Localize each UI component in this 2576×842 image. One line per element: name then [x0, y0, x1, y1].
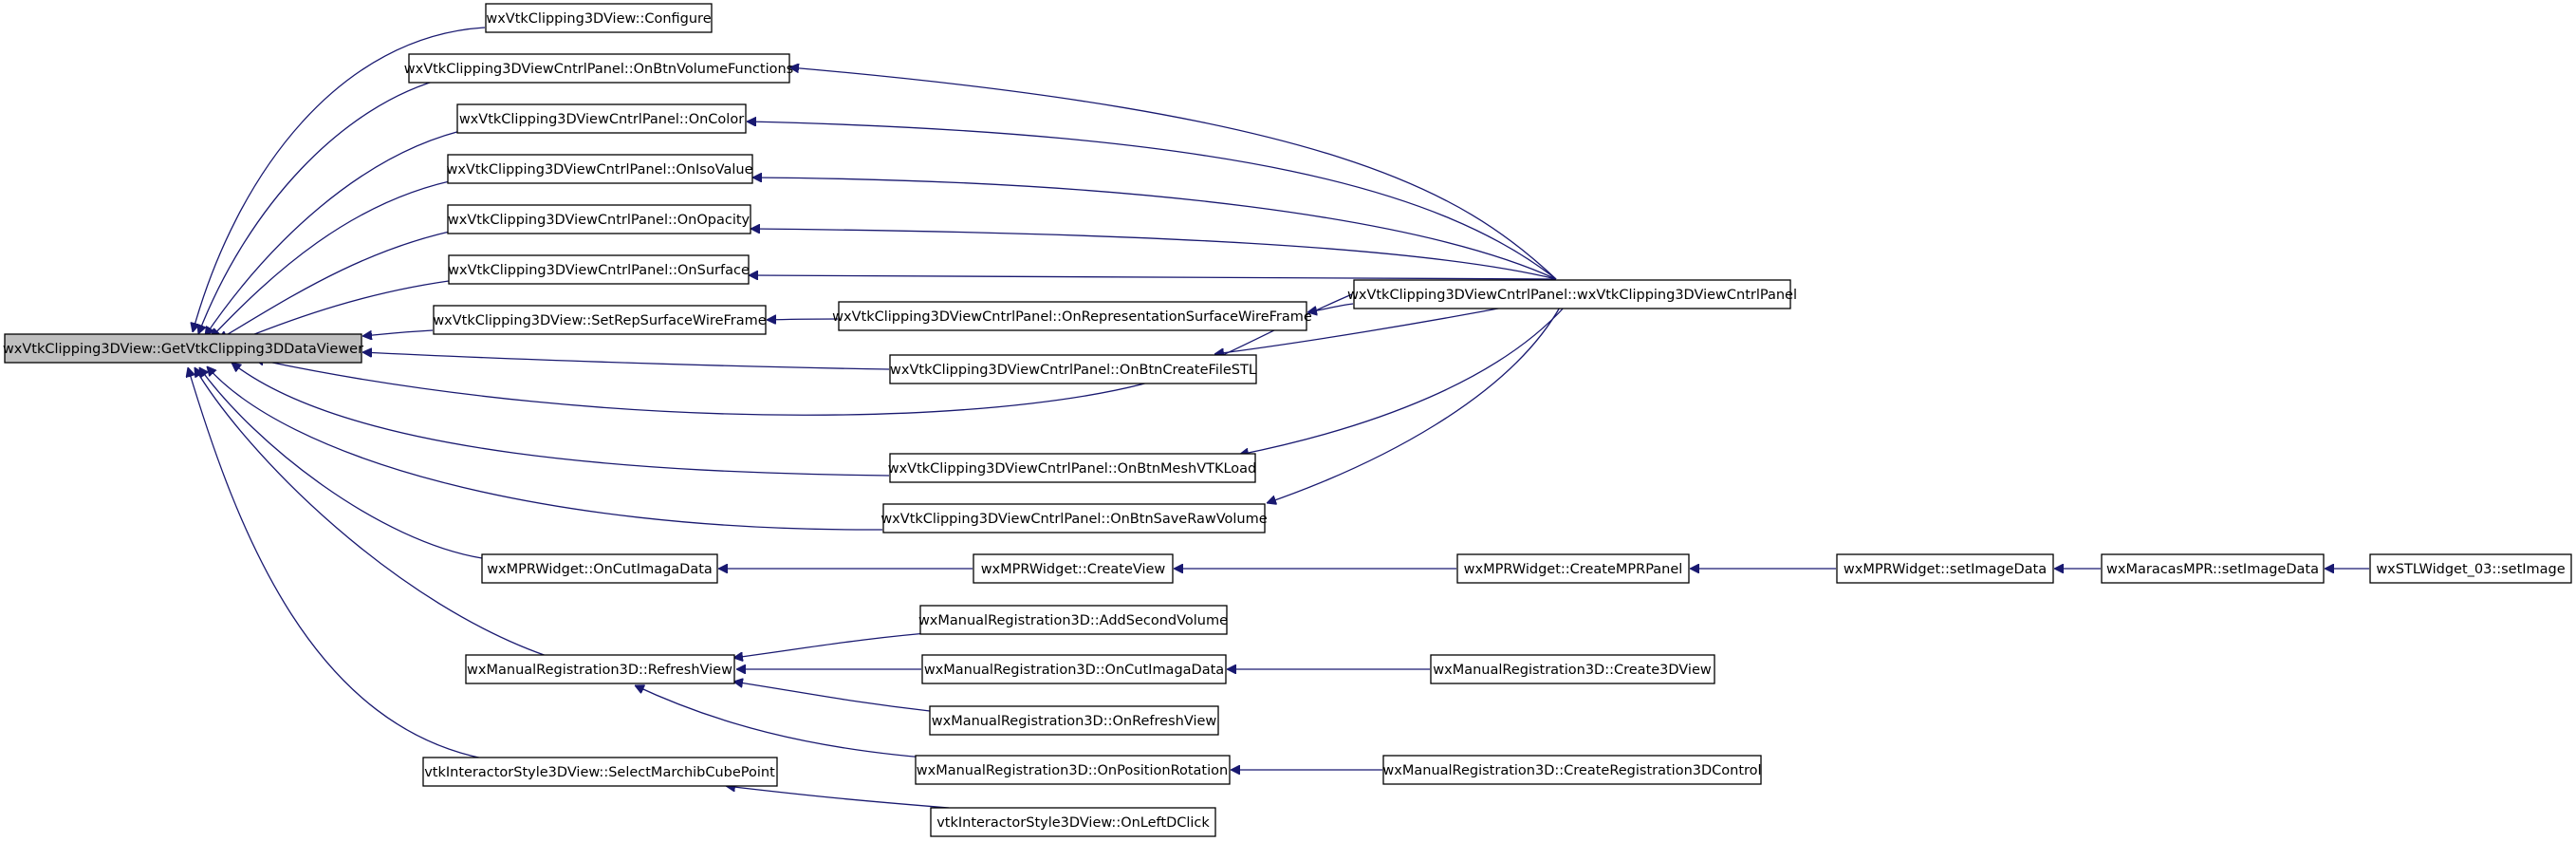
node-on-representation-surface-wire-frame[interactable]: wxVtkClipping3DViewCntrlPanel::OnReprese…: [832, 301, 1312, 331]
node-on-surface[interactable]: wxVtkClipping3DViewCntrlPanel::OnSurface: [448, 254, 750, 285]
node-label-mr-on-refresh-view: wxManualRegistration3D::OnRefreshView: [932, 714, 1217, 729]
node-cntrl-panel-ctor[interactable]: wxVtkClipping3DViewCntrlPanel::wxVtkClip…: [1347, 279, 1797, 309]
node-label-maracas-set-image-data: wxMaracasMPR::setImageData: [2106, 562, 2319, 577]
node-label-root: wxVtkClipping3DView::GetVtkClipping3DDat…: [3, 342, 363, 357]
node-mr-on-refresh-view[interactable]: wxManualRegistration3D::OnRefreshView: [929, 705, 1219, 736]
edge-set-rep-surface-to-root: [362, 329, 434, 336]
node-mr-on-cut-imaga-data[interactable]: wxManualRegistration3D::OnCutImagaData: [921, 654, 1227, 684]
node-label-stl-set-image: wxSTLWidget_03::setImage: [2376, 562, 2565, 577]
node-label-set-rep-surface-wire-frame: wxVtkClipping3DView::SetRepSurfaceWireFr…: [433, 313, 766, 328]
node-on-btn-save-raw-volume[interactable]: wxVtkClipping3DViewCntrlPanel::OnBtnSave…: [880, 503, 1268, 533]
edge-ctor-to-mesh-vtk-load: [1239, 305, 1566, 455]
node-mr-refresh-view[interactable]: wxManualRegistration3D::RefreshView: [465, 654, 735, 684]
edge-create-file-stl-to-root: [362, 352, 890, 370]
node-label-configure: wxVtkClipping3DView::Configure: [486, 11, 711, 27]
edge-on-color-to-root: [205, 127, 473, 336]
node-label-mpr-create-view: wxMPRWidget::CreateView: [981, 562, 1166, 577]
node-label-on-left-d-click: vtkInteractorStyle3DView::OnLeftDClick: [936, 815, 1210, 831]
edge-volume-functions-to-root: [198, 77, 447, 334]
node-label-mr-create-registration-3d-control: wxManualRegistration3D::CreateRegistrati…: [1382, 763, 1761, 778]
nodes: wxVtkClipping3DView::GetVtkClipping3DDat…: [3, 3, 2572, 837]
node-mr-add-second-volume[interactable]: wxManualRegistration3D::AddSecondVolume: [918, 605, 1228, 635]
edge-on-iso-value-to-root: [211, 178, 464, 338]
node-on-color[interactable]: wxVtkClipping3DViewCntrlPanel::OnColor: [456, 103, 747, 134]
edge-ctor-to-save-raw-volume: [1267, 305, 1562, 503]
node-on-opacity[interactable]: wxVtkClipping3DViewCntrlPanel::OnOpacity: [447, 204, 751, 234]
edge-ctor-to-on-opacity: [751, 229, 1557, 280]
node-label-mpr-on-cut-imaga-data: wxMPRWidget::OnCutImagaData: [487, 562, 713, 577]
edge-configure-to-root: [193, 27, 486, 332]
edge-ctor-to-volume-functions: [789, 67, 1557, 280]
node-label-mr-refresh-view: wxManualRegistration3D::RefreshView: [467, 663, 732, 678]
node-label-mr-create-3d-view: wxManualRegistration3D::Create3DView: [1433, 663, 1712, 678]
edge-ctor-to-on-color: [747, 122, 1557, 280]
node-set-rep-surface-wire-frame[interactable]: wxVtkClipping3DView::SetRepSurfaceWireFr…: [433, 305, 767, 335]
edge-select-marchib-to-root: [188, 367, 494, 761]
node-mpr-set-image-data[interactable]: wxMPRWidget::setImageData: [1836, 553, 2054, 584]
edge-mesh-vtk-load-to-root: [232, 363, 890, 477]
node-maracas-set-image-data[interactable]: wxMaracasMPR::setImageData: [2101, 553, 2325, 584]
node-label-on-iso-value: wxVtkClipping3DViewCntrlPanel::OnIsoValu…: [446, 162, 752, 178]
node-configure[interactable]: wxVtkClipping3DView::Configure: [485, 3, 713, 33]
edge-ctor-to-root: [254, 293, 1353, 416]
node-label-select-marchib-cube-point: vtkInteractorStyle3DView::SelectMarchibC…: [424, 765, 775, 780]
edge-ctor-to-on-iso-value: [752, 178, 1557, 280]
node-on-iso-value[interactable]: wxVtkClipping3DViewCntrlPanel::OnIsoValu…: [446, 154, 753, 184]
node-on-btn-create-file-stl[interactable]: wxVtkClipping3DViewCntrlPanel::OnBtnCrea…: [889, 354, 1257, 384]
edge-representation-to-set-rep: [767, 319, 839, 320]
node-label-on-color: wxVtkClipping3DViewCntrlPanel::OnColor: [459, 112, 744, 127]
node-stl-set-image[interactable]: wxSTLWidget_03::setImage: [2369, 553, 2572, 584]
node-label-cntrl-panel-ctor: wxVtkClipping3DViewCntrlPanel::wxVtkClip…: [1347, 288, 1797, 303]
node-label-on-btn-save-raw-volume: wxVtkClipping3DViewCntrlPanel::OnBtnSave…: [880, 512, 1267, 527]
edge-on-position-rotation-to-refresh: [635, 685, 950, 760]
node-mr-create-3d-view[interactable]: wxManualRegistration3D::Create3DView: [1430, 654, 1715, 684]
node-label-mpr-create-mpr-panel: wxMPRWidget::CreateMPRPanel: [1464, 562, 1683, 577]
node-label-mr-on-position-rotation: wxManualRegistration3D::OnPositionRotati…: [917, 763, 1228, 778]
node-on-btn-mesh-vtk-load[interactable]: wxVtkClipping3DViewCntrlPanel::OnBtnMesh…: [888, 453, 1257, 483]
node-mr-on-position-rotation[interactable]: wxManualRegistration3D::OnPositionRotati…: [915, 755, 1231, 785]
node-select-marchib-cube-point[interactable]: vtkInteractorStyle3DView::SelectMarchibC…: [422, 757, 778, 787]
node-label-on-btn-volume-functions: wxVtkClipping3DViewCntrlPanel::OnBtnVolu…: [404, 62, 793, 77]
edge-save-raw-volume-to-root: [207, 366, 883, 531]
node-root[interactable]: wxVtkClipping3DView::GetVtkClipping3DDat…: [3, 333, 363, 364]
node-mpr-create-view[interactable]: wxMPRWidget::CreateView: [973, 553, 1174, 584]
edge-left-d-click-to-select-marchib: [726, 786, 950, 809]
edge-ctor-to-create-file-stl: [1214, 305, 1514, 354]
node-label-on-surface: wxVtkClipping3DViewCntrlPanel::OnSurface: [448, 263, 750, 278]
edge-on-opacity-to-root: [218, 228, 464, 340]
edge-add-second-volume-to-refresh: [733, 630, 950, 658]
edge-on-refresh-view-to-refresh: [733, 682, 931, 712]
node-mr-create-registration-3d-control[interactable]: wxManualRegistration3D::CreateRegistrati…: [1382, 755, 1762, 785]
node-label-on-btn-create-file-stl: wxVtkClipping3DViewCntrlPanel::OnBtnCrea…: [890, 363, 1256, 378]
node-mpr-on-cut-imaga-data[interactable]: wxMPRWidget::OnCutImagaData: [481, 553, 718, 584]
edge-mpr-on-cut-to-root: [199, 367, 483, 559]
edge-ctor-to-representation: [1307, 303, 1354, 312]
node-mpr-create-mpr-panel[interactable]: wxMPRWidget::CreateMPRPanel: [1456, 553, 1690, 584]
node-label-mr-on-cut-imaga-data: wxManualRegistration3D::OnCutImagaData: [924, 663, 1224, 678]
node-label-on-representation-surface-wire-frame: wxVtkClipping3DViewCntrlPanel::OnReprese…: [832, 309, 1312, 325]
node-label-mpr-set-image-data: wxMPRWidget::setImageData: [1844, 562, 2047, 577]
edges: [188, 27, 2369, 809]
node-on-left-d-click[interactable]: vtkInteractorStyle3DView::OnLeftDClick: [930, 807, 1216, 837]
edge-ctor-to-on-surface: [749, 275, 1557, 279]
node-label-on-btn-mesh-vtk-load: wxVtkClipping3DViewCntrlPanel::OnBtnMesh…: [888, 461, 1257, 477]
node-on-btn-volume-functions[interactable]: wxVtkClipping3DViewCntrlPanel::OnBtnVolu…: [404, 53, 793, 84]
node-label-on-opacity: wxVtkClipping3DViewCntrlPanel::OnOpacity: [448, 213, 751, 228]
node-label-mr-add-second-volume: wxManualRegistration3D::AddSecondVolume: [918, 613, 1228, 628]
edge-on-surface-to-root: [235, 278, 464, 342]
edge-mr-refresh-to-root: [195, 367, 556, 660]
